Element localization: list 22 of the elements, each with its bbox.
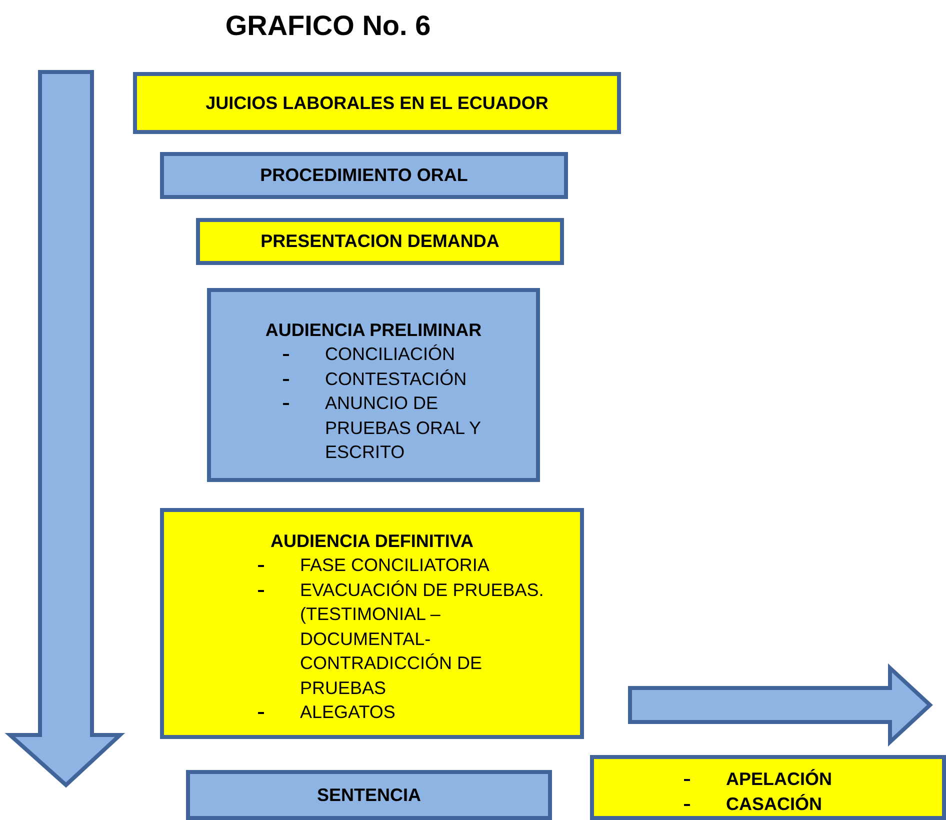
- process-box: [196, 218, 564, 265]
- diagram-title: GRAFICO No. 6: [224, 10, 432, 42]
- process-box: [133, 72, 621, 134]
- list-item: CASACIÓN: [726, 792, 824, 816]
- process-box: [186, 770, 552, 820]
- list-item: ANUNCIO DE PRUEBAS ORAL Y ESCRITO: [325, 392, 482, 464]
- box-title: SENTENCIA: [316, 784, 421, 807]
- box-title: JUICIOS LABORALES EN EL ECUADOR: [206, 92, 548, 115]
- box-title: AUDIENCIA PRELIMINAR: [265, 318, 482, 342]
- list-item: CONCILIACIÓN: [325, 343, 456, 366]
- list-item: CONTESTACIÓN: [325, 368, 468, 390]
- process-box: [207, 288, 540, 482]
- list-item: ALEGATOS: [300, 701, 396, 724]
- box-title: PRESENTACION DEMANDA: [260, 230, 500, 254]
- list-item: EVACUACIÓN DE PRUEBAS.(TESTIMONIAL – DOCUMENTAL- CONTRADICCIÓN DE PRUEBAS: [300, 578, 545, 700]
- process-box: [590, 755, 946, 820]
- box-title: PROCEDIMIENTO ORAL: [260, 164, 468, 188]
- list-item: APELACIÓN: [726, 768, 834, 791]
- box-title: AUDIENCIA DEFINITIVA: [270, 530, 474, 552]
- process-box: [160, 508, 584, 739]
- process-box: [160, 152, 568, 199]
- list-item: FASE CONCILIATORIA: [300, 554, 490, 577]
